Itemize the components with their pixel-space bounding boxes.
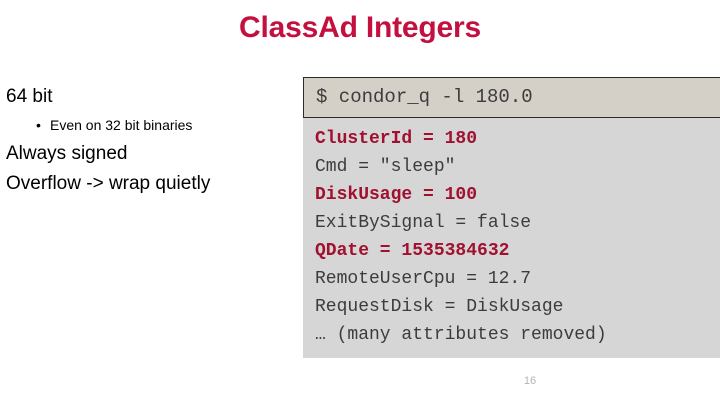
command-box: $ condor_q -l 180.0 [303,77,720,118]
output-line: ExitBySignal = false [315,213,532,233]
bullet-dot-icon: • [36,117,41,133]
command-text: $ condor_q -l 180.0 [316,86,533,108]
output-line-highlighted: ClusterId = 180 [315,129,478,149]
bullet-item-label: Always signed [6,143,128,164]
page-number: 16 [523,375,537,387]
bullet-item: 64 bit [6,82,291,112]
bullet-item-label: Overflow -> wrap quietly [6,173,211,194]
output-line: Cmd = "sleep" [315,157,456,177]
bullet-item: Overflow -> wrap quietly [6,169,291,199]
output-line-highlighted: QDate = 1535384632 [315,241,510,261]
bullet-item: Always signed [6,139,291,169]
bullet-item-label: Even on 32 bit binaries [50,117,193,133]
bullet-item: • Even on 32 bit binaries [6,112,291,139]
output-line: RemoteUserCpu = 12.7 [315,269,532,289]
bullet-item-label: 64 bit [6,86,53,107]
page-title: ClassAd Integers [239,11,481,44]
output-line: … (many attributes removed) [315,325,607,345]
output-line-highlighted: DiskUsage = 100 [315,185,478,205]
output-line: RequestDisk = DiskUsage [315,297,564,317]
